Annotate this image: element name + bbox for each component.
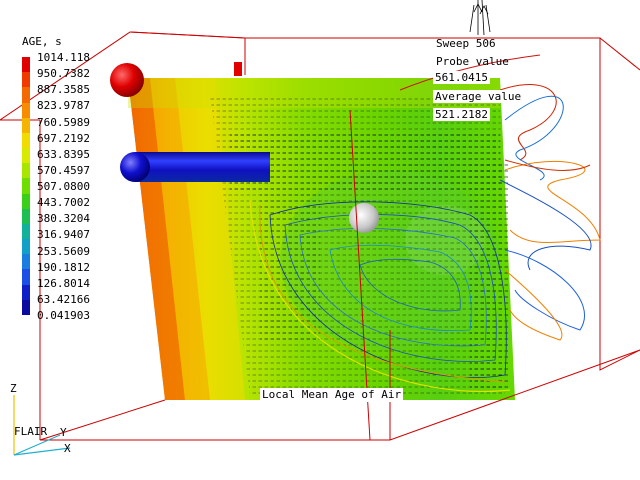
side-streamlines xyxy=(399,54,601,341)
legend-swatch xyxy=(22,284,30,301)
axis-y-label: Y xyxy=(60,426,67,439)
legend-swatch xyxy=(22,163,30,179)
legend-swatch xyxy=(22,132,30,149)
legend-label: 443.7002 xyxy=(37,196,90,210)
legend-label: 633.8395 xyxy=(37,147,90,161)
outlet-duct xyxy=(120,152,270,182)
axis-z-label: Z xyxy=(10,382,17,395)
sweep-label: Sweep 506 xyxy=(436,37,496,50)
legend-label: 380.3204 xyxy=(37,212,90,226)
legend-swatch xyxy=(22,178,30,195)
legend-swatch xyxy=(22,223,30,240)
probe-value: 561.0415 xyxy=(433,71,490,84)
velocity-vector-field xyxy=(210,95,510,395)
legend-label: 253.5609 xyxy=(37,244,90,258)
legend-label: 887.3585 xyxy=(37,83,90,97)
legend-label: 63.42166 xyxy=(37,292,90,306)
legend-swatch xyxy=(22,239,30,255)
legend-swatch xyxy=(22,57,30,73)
inlet-marker-icon xyxy=(234,62,242,76)
legend-label: 570.4597 xyxy=(37,163,90,177)
legend-color-bar xyxy=(22,57,30,316)
blue-sphere-outlet-icon xyxy=(120,152,150,182)
legend-swatch xyxy=(22,102,30,119)
legend-label: 760.5989 xyxy=(37,115,90,129)
room-frame-front xyxy=(0,109,640,441)
red-sphere-inlet-icon xyxy=(110,63,144,97)
room-frame-back xyxy=(0,31,640,371)
legend-label: 316.9407 xyxy=(37,228,90,242)
legend-label: 507.0800 xyxy=(37,180,90,193)
legend-swatch xyxy=(22,193,30,210)
legend-swatch xyxy=(22,208,30,225)
streamlines xyxy=(249,199,511,393)
average-value: 521.2182 xyxy=(433,108,490,121)
legend-label: 823.9787 xyxy=(37,99,90,113)
legend-swatch xyxy=(22,148,30,164)
exhaust-arrows-icon xyxy=(469,0,491,36)
legend-swatch xyxy=(22,87,30,104)
legend-swatch xyxy=(22,299,30,316)
legend-swatch xyxy=(22,254,30,270)
legend-label: 950.7382 xyxy=(37,67,90,81)
legend-label: 697.2192 xyxy=(37,131,90,145)
legend-label: 126.8014 xyxy=(37,276,90,290)
average-value-label: Average value xyxy=(433,90,524,103)
plot-caption: Local Mean Age of Air xyxy=(260,388,404,402)
app-brand-label: FLAIR xyxy=(14,425,48,438)
legend-label: 190.1812 xyxy=(37,260,90,274)
legend-swatch xyxy=(22,72,30,88)
axis-x-label: X xyxy=(64,442,71,455)
grey-sphere-probe-icon[interactable] xyxy=(349,203,379,233)
legend-label: 0.041903 xyxy=(37,309,90,322)
legend-label: 1014.118 xyxy=(37,51,90,64)
legend-swatch xyxy=(22,117,30,134)
probe-value-label: Probe value xyxy=(436,55,509,68)
legend-title: AGE, s xyxy=(22,35,62,48)
legend-swatch xyxy=(22,269,30,286)
axis-triad xyxy=(13,395,71,456)
